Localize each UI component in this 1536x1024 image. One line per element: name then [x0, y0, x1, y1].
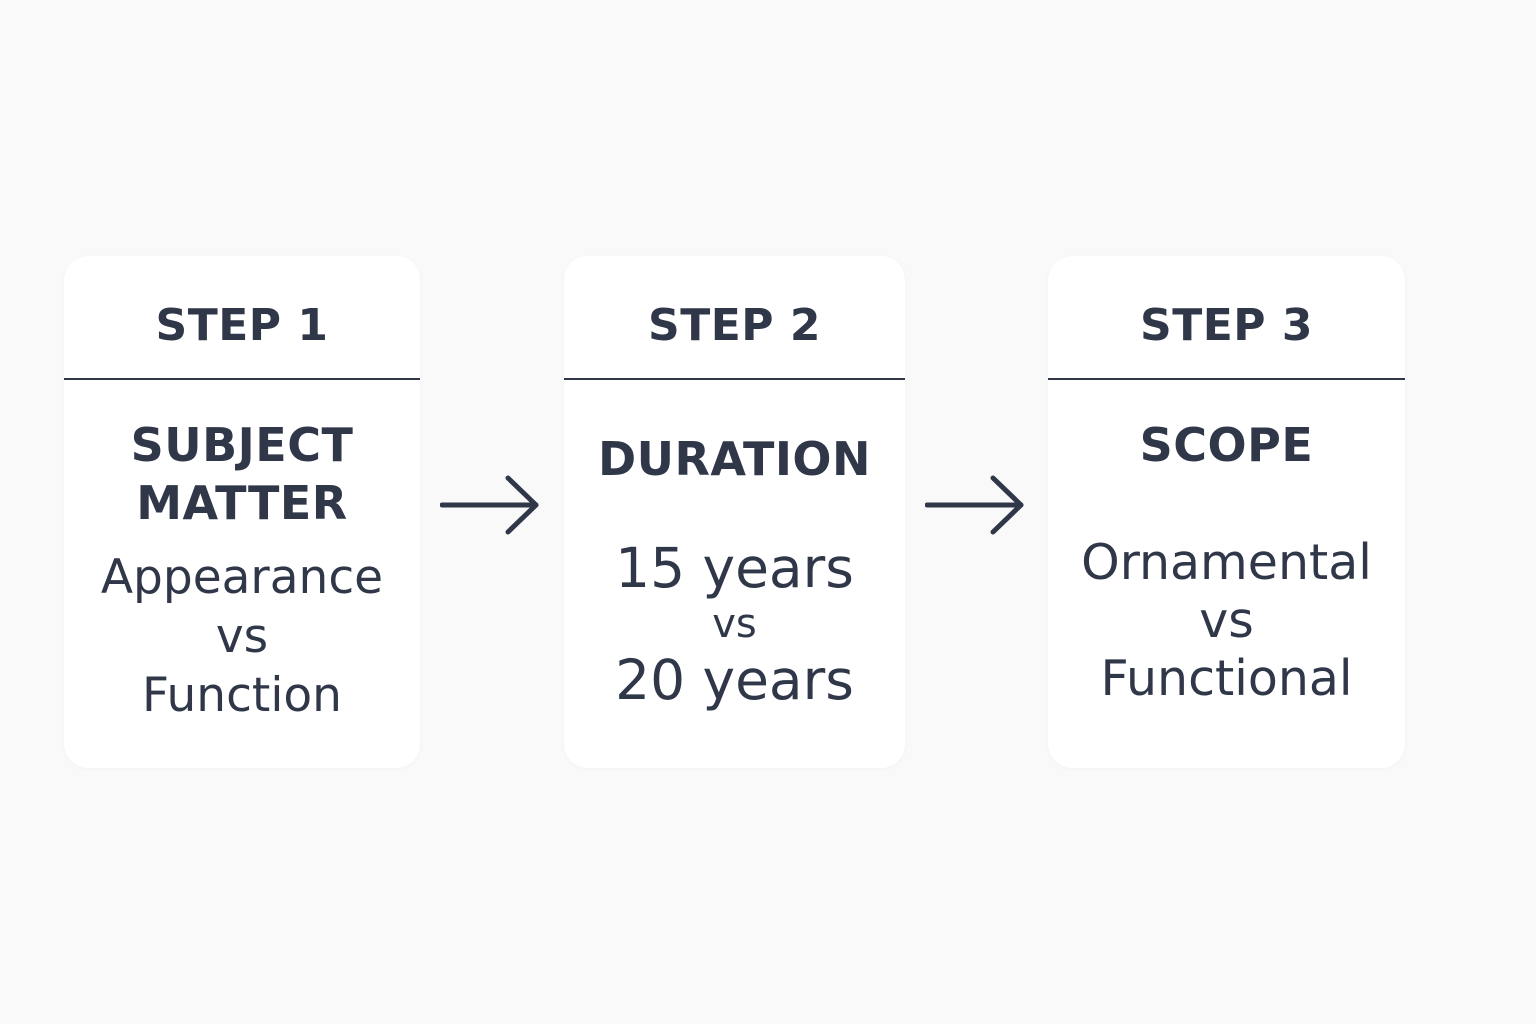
heading-line: DURATION — [597, 432, 872, 486]
divider — [1048, 378, 1405, 380]
step-label: STEP 1 — [155, 300, 329, 351]
step-heading: DURATION — [564, 430, 905, 488]
body-line: vs — [215, 609, 269, 664]
body-line: Functional — [1100, 650, 1353, 707]
body-line: 15 years — [615, 536, 854, 600]
body-line: Ornamental — [1081, 534, 1372, 591]
body-line: vs — [1199, 592, 1254, 649]
heading-line: MATTER — [136, 476, 348, 530]
step-card-2: STEP 2 DURATION 15 years vs 20 years — [564, 256, 905, 768]
heading-line: SUBJECT — [130, 418, 354, 472]
step-label: STEP 2 — [648, 300, 821, 351]
divider — [564, 378, 905, 380]
heading-line: SCOPE — [1139, 418, 1314, 472]
step-heading: SUBJECT MATTER — [64, 416, 420, 532]
body-line: Appearance — [100, 550, 384, 605]
arrow-right-icon — [925, 475, 1024, 535]
step-label: STEP 3 — [1140, 300, 1313, 351]
step-body: 15 years vs 20 years — [564, 536, 905, 712]
step-card-3: STEP 3 SCOPE Ornamental vs Functional — [1048, 256, 1405, 768]
step-card-1: STEP 1 SUBJECT MATTER Appearance vs Func… — [64, 256, 420, 768]
divider — [64, 378, 420, 380]
body-line: Function — [142, 668, 342, 723]
body-line: vs — [712, 601, 757, 647]
body-line: 20 years — [615, 648, 854, 712]
step-heading: SCOPE — [1048, 416, 1405, 474]
arrow-right-icon — [440, 475, 539, 535]
step-body: Appearance vs Function — [64, 548, 420, 725]
step-body: Ornamental vs Functional — [1048, 534, 1405, 708]
